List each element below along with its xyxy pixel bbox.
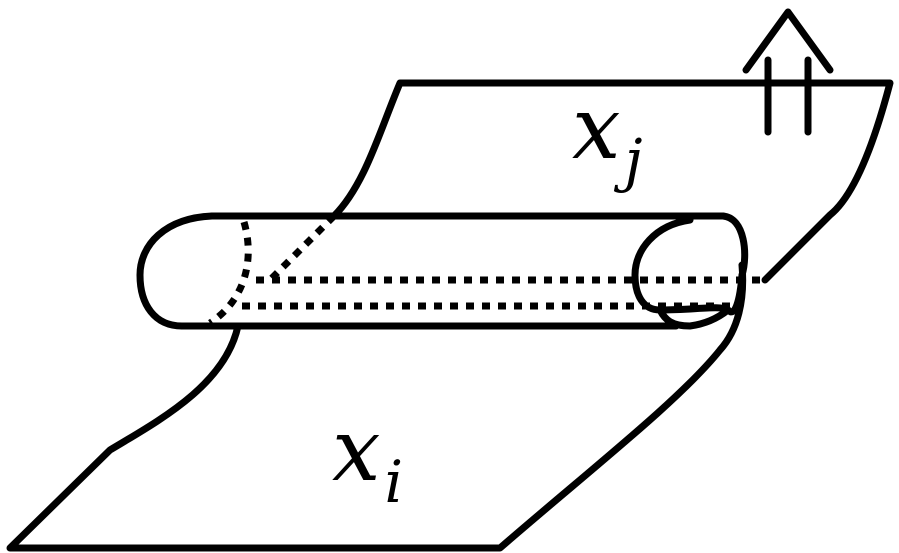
tube-left-hidden-curve — [208, 221, 252, 326]
tube-right-cap-bottom — [656, 306, 732, 330]
lower-sheet-label-base: x — [332, 401, 381, 501]
lower-sheet-outline — [6, 261, 747, 552]
lower-sheet-label-subscript: i — [384, 448, 404, 516]
upper-sheet-outline — [330, 79, 894, 284]
upper-sheet-label: xj — [572, 86, 643, 189]
tube-left-cap — [136, 212, 216, 330]
tube-right-cap — [631, 212, 749, 316]
upper-sheet-hidden-edge — [267, 213, 337, 283]
double-shaft-up-arrow-icon — [742, 8, 834, 136]
upper-sheet-label-subscript: j — [624, 126, 643, 194]
upper-sheet-label-base: x — [572, 79, 621, 179]
lower-sheet-label: xi — [332, 408, 403, 511]
